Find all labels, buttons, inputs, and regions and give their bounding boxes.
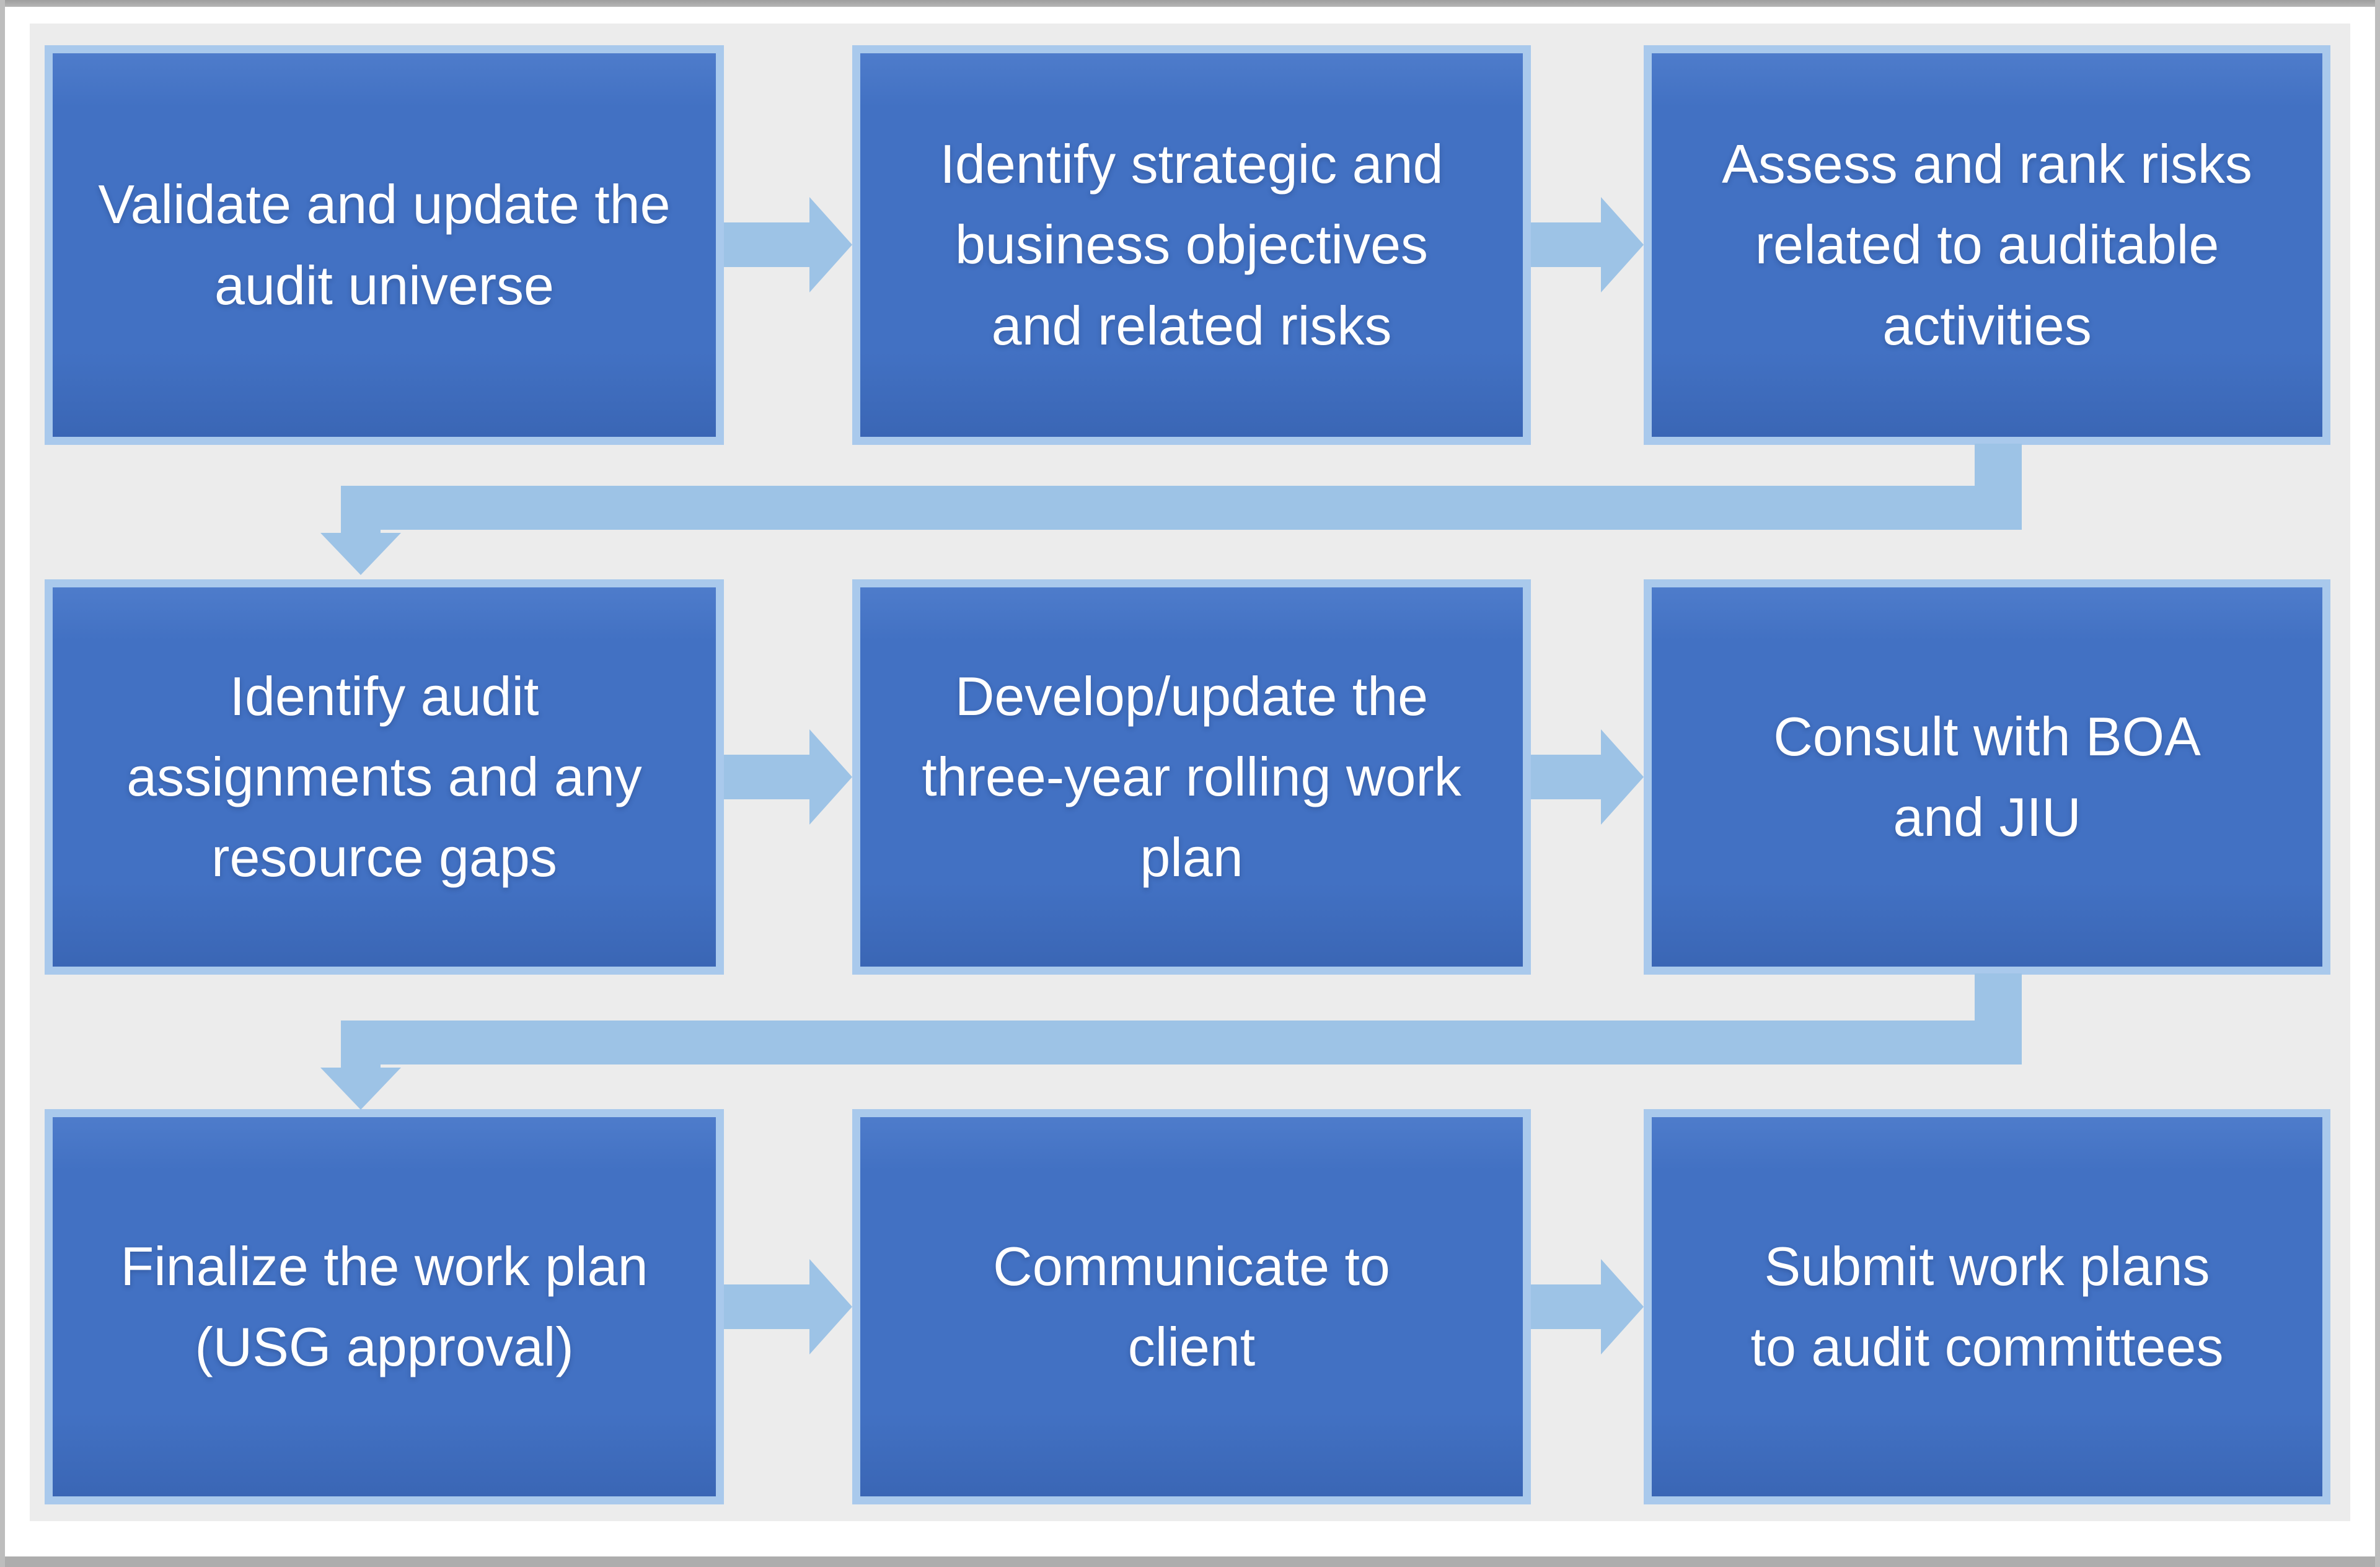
arrow-shaft	[724, 222, 809, 267]
flow-step-1: Validate and update the audit universe	[45, 45, 724, 445]
arrow-shaft	[724, 755, 809, 799]
flow-step-5: Develop/update the three-year rolling wo…	[852, 579, 1531, 975]
flow-step-8: Communicate to client	[852, 1109, 1531, 1504]
flow-step-3-label: Assess and rank risks related to auditab…	[1722, 133, 2252, 356]
flow-step-8-label: Communicate to client	[993, 1235, 1390, 1377]
frame-top-edge	[0, 0, 2380, 7]
arrow-down-icon	[320, 533, 401, 575]
arrow-right-icon	[1601, 729, 1644, 825]
arrow-right-icon	[809, 197, 852, 292]
wrap-arrow-band	[341, 1021, 2022, 1064]
arrow-right-icon	[809, 729, 852, 825]
wrap-arrow-left-stem	[341, 1021, 381, 1069]
arrow-shaft	[1531, 755, 1601, 799]
arrow-right-icon	[1601, 1259, 1644, 1354]
flow-step-3: Assess and rank risks related to auditab…	[1644, 45, 2330, 445]
flow-step-7: Finalize the work plan (USG approval)	[45, 1109, 724, 1504]
arrow-shaft	[1531, 222, 1601, 267]
frame-left-edge	[0, 0, 5, 1567]
frame-right-edge	[2375, 0, 2380, 1567]
flow-step-4: Identify audit assignments and any resou…	[45, 579, 724, 975]
arrow-shaft	[724, 1284, 809, 1329]
wrap-arrow-band	[341, 486, 2022, 530]
flow-step-9-label: Submit work plans to audit committees	[1750, 1235, 2224, 1377]
flow-step-5-label: Develop/update the three-year rolling wo…	[922, 665, 1461, 889]
arrow-right-icon	[1601, 197, 1644, 292]
flow-step-7-label: Finalize the work plan (USG approval)	[120, 1235, 648, 1377]
wrap-arrow-left-stem	[341, 486, 381, 534]
flow-step-2-label: Identify strategic and business objectiv…	[940, 133, 1443, 356]
arrow-right-icon	[809, 1259, 852, 1354]
flow-step-6: Consult with BOA and JIU	[1644, 579, 2330, 975]
arrow-down-icon	[320, 1068, 401, 1110]
frame-bottom-edge	[0, 1556, 2380, 1567]
arrow-shaft	[1531, 1284, 1601, 1329]
flow-step-2: Identify strategic and business objectiv…	[852, 45, 1531, 445]
flow-step-1-label: Validate and update the audit universe	[98, 173, 671, 316]
flow-step-6-label: Consult with BOA and JIU	[1773, 705, 2201, 848]
flow-step-4-label: Identify audit assignments and any resou…	[126, 665, 642, 889]
flow-step-9: Submit work plans to audit committees	[1644, 1109, 2330, 1504]
